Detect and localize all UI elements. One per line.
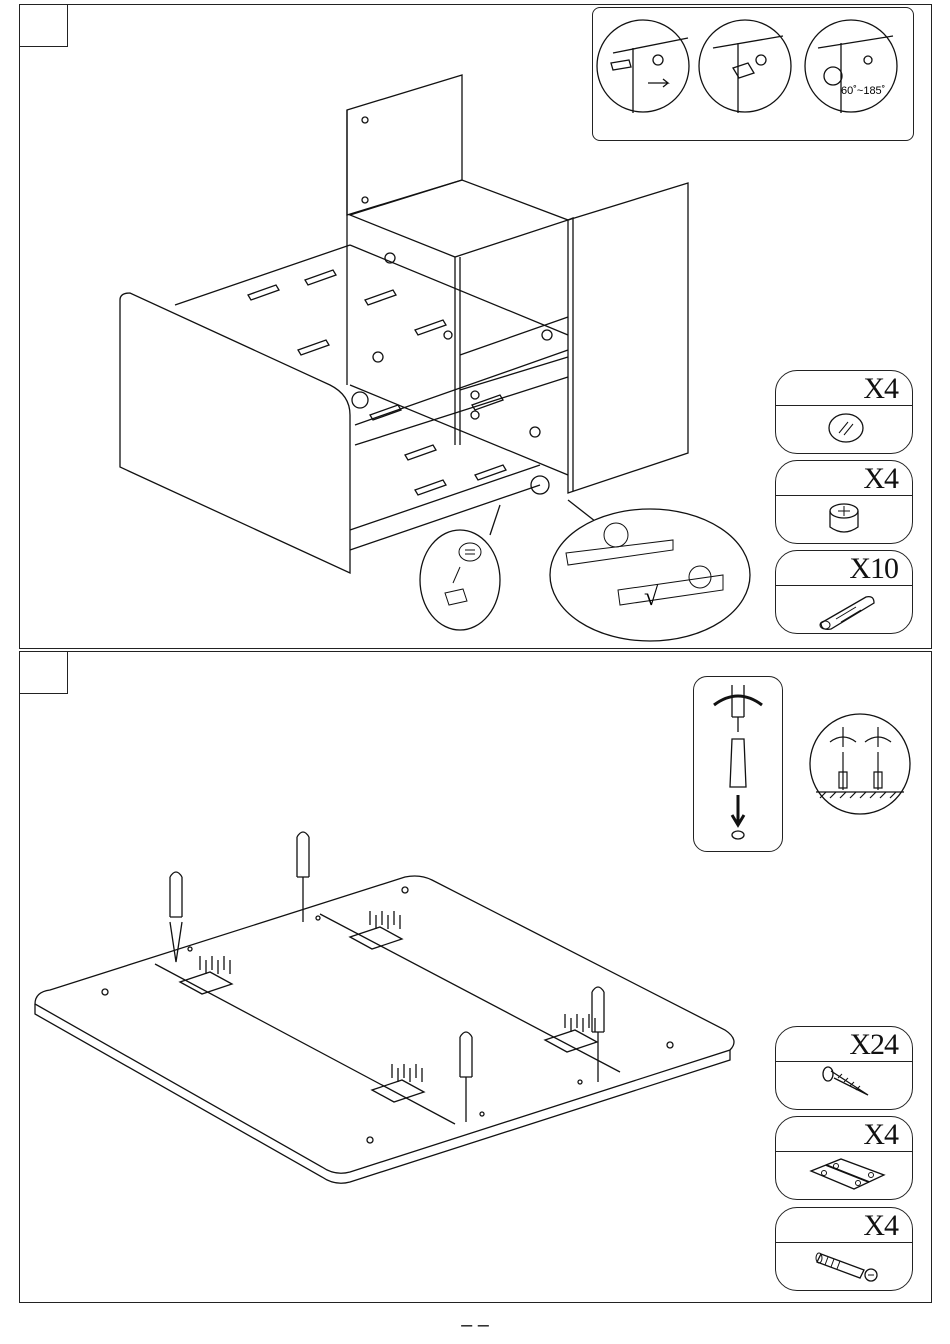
part-card-cam-bolt: X4 xyxy=(775,1207,913,1291)
part-card-hinge: X4 xyxy=(775,1116,913,1200)
cam-placement-callout: √ xyxy=(548,505,753,650)
part-quantity: X4 xyxy=(863,1208,898,1242)
part-card-cam-lock: X4 xyxy=(775,460,913,544)
torque-callout xyxy=(808,712,914,818)
page-number: – – xyxy=(0,1314,950,1337)
door-panel-assembly-drawing xyxy=(20,652,780,1304)
cam-lock-steps-drawing: 60˚~185˚ xyxy=(593,8,913,140)
step-2-panel: X24 X4 X4 xyxy=(19,651,932,1303)
cam-lock-steps-callout: 60˚~185˚ xyxy=(592,7,914,141)
cam-lock-icon xyxy=(776,495,912,543)
screwdriver-icon xyxy=(694,677,782,851)
svg-text:√: √ xyxy=(644,582,659,611)
part-card-cam-cover: X4 xyxy=(775,370,913,454)
part-card-screw: X24 xyxy=(775,1026,913,1110)
part-quantity: X4 xyxy=(863,1117,898,1151)
part-card-wood-dowel: X10 xyxy=(775,550,913,634)
cam-bolt-icon xyxy=(776,1242,912,1290)
part-quantity: X4 xyxy=(863,461,898,495)
step-1-panel: √ 60˚~185˚ X4 xyxy=(19,4,932,649)
part-quantity: X4 xyxy=(863,371,898,405)
part-quantity: X24 xyxy=(849,1027,898,1061)
cam-cover-icon xyxy=(776,405,912,453)
part-quantity: X10 xyxy=(849,551,898,585)
hinge-icon xyxy=(776,1151,912,1199)
cam-insert-callout xyxy=(415,525,515,635)
drill-instruction-callout xyxy=(693,676,783,852)
screw-icon xyxy=(776,1061,912,1109)
wood-dowel-icon xyxy=(776,585,912,633)
rotation-angle-label: 60˚~185˚ xyxy=(841,85,885,97)
